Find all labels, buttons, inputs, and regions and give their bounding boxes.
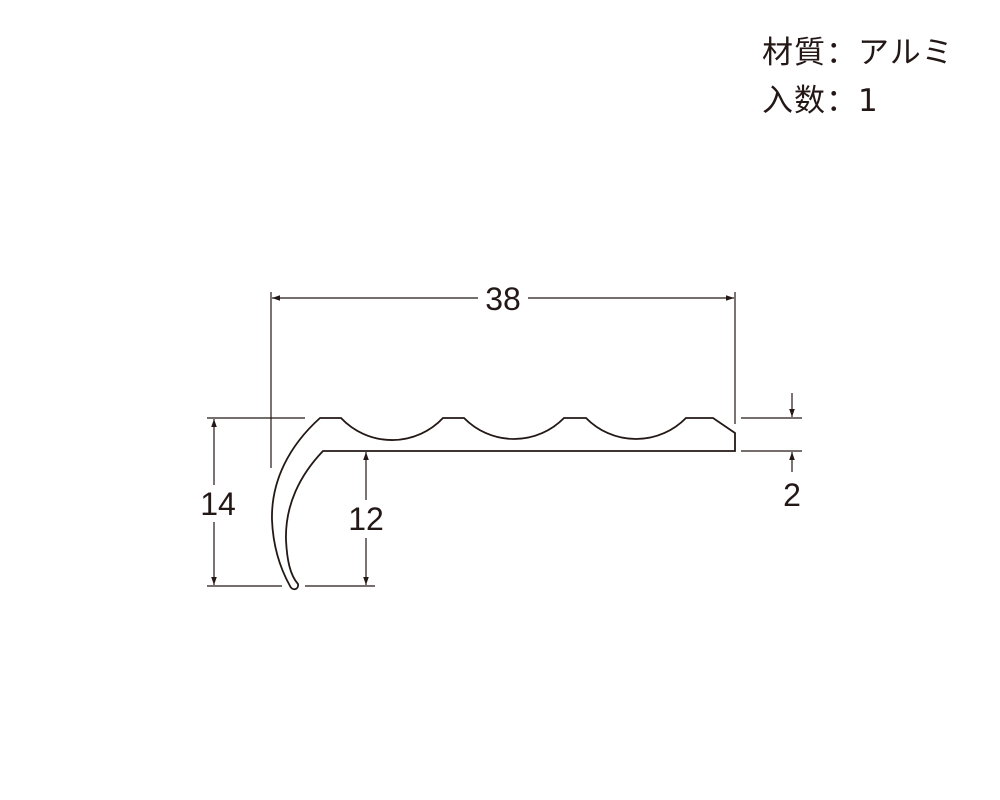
stair-nosing-profile: [271, 417, 736, 591]
height-total-label: 14: [200, 486, 236, 522]
thickness-label: 2: [783, 477, 801, 513]
quantity-spec: 入数：1: [762, 83, 879, 119]
height-inner-label: 12: [348, 501, 384, 537]
dimension-lines: [207, 292, 802, 587]
width-label: 38: [485, 281, 521, 317]
material-spec: 材質：アルミ: [762, 35, 954, 71]
